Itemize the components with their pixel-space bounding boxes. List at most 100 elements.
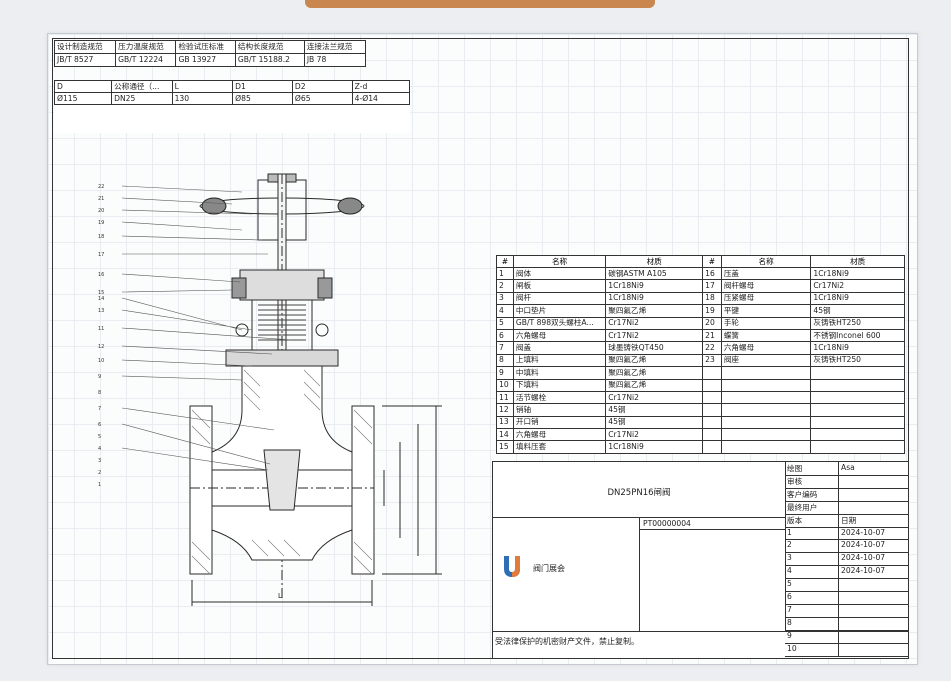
part-material: 灰铸铁HT250 — [810, 316, 905, 330]
part-number — [702, 366, 722, 380]
revision-row-label: 10 — [787, 643, 797, 653]
revision-row-label: 1 — [787, 527, 792, 537]
dimensions-value-row: Ø115 DN25 130 Ø85 Ø65 4-Ø14 — [53, 92, 411, 105]
revision-row-label: 6 — [787, 592, 792, 601]
part-number: 1 — [496, 266, 514, 281]
revision-row-value: 2024-10-07 — [841, 566, 886, 576]
part-name — [720, 378, 812, 392]
callout-number: 5 — [98, 434, 101, 440]
dimension-header: L — [171, 80, 234, 93]
standards-value: JB/T 8527 — [53, 53, 117, 67]
part-material — [810, 415, 905, 430]
part-name: GB/T 898双头螺柱A... — [512, 316, 607, 330]
title-block-row-line — [785, 565, 908, 567]
part-name — [720, 415, 812, 430]
parts-header: # — [702, 255, 722, 268]
company-name: 阀门展会 — [533, 564, 565, 573]
part-number: 17 — [702, 279, 722, 293]
part-material: 45钢 — [810, 304, 905, 318]
callout-number: 9 — [98, 374, 101, 380]
part-name: 阀座 — [720, 353, 812, 368]
part-name — [720, 366, 812, 380]
part-number — [702, 440, 722, 454]
dimensions-table: D 公称通径（... L D1 D2 Z-d Ø115 DN25 130 Ø85… — [53, 80, 411, 133]
part-number: 16 — [702, 266, 722, 281]
callout-number: 8 — [98, 390, 101, 396]
part-material: 1Cr18Ni9 — [605, 291, 704, 306]
standards-value: JB 78 — [303, 53, 367, 67]
part-name: 六角螺母 — [512, 428, 607, 442]
callout-number: 18 — [98, 234, 104, 240]
part-material: 灰铸铁HT250 — [810, 353, 905, 368]
parts-header-row: # 名称 材质 # 名称 材质 — [496, 255, 905, 268]
dimensions-header-row: D 公称通径（... L D1 D2 Z-d — [53, 80, 411, 93]
revision-header-label: 版本 — [787, 515, 803, 525]
title-block-column-line — [838, 462, 839, 656]
part-name: 压紧螺母 — [720, 291, 812, 306]
part-material: Cr17Ni2 — [605, 428, 704, 442]
part-material: 1Cr18Ni9 — [605, 279, 704, 293]
dimension-value: DN25 — [111, 92, 173, 105]
revision-row-label: 3 — [787, 553, 792, 563]
title-block-row-line — [785, 655, 908, 657]
confidential-notice: 受法律保护的机密财产文件，禁止复制。 — [495, 637, 639, 646]
callout-number: 11 — [98, 326, 104, 332]
part-material — [810, 390, 905, 405]
dimension-l-label: L — [278, 592, 282, 600]
part-number: 5 — [496, 316, 514, 330]
title-block-row-line — [785, 513, 908, 515]
title-block-row-line — [785, 591, 908, 592]
callout-number: 1 — [98, 482, 101, 488]
drawing-frame — [52, 38, 909, 659]
standards-header: 结构长度规范 — [234, 40, 305, 54]
part-name: 填料压套 — [512, 440, 607, 454]
standards-table: 设计制造规范 压力温度规范 检验试压标准 结构长度规范 连接法兰规范 JB/T … — [53, 40, 367, 67]
title-block-row-line — [785, 526, 908, 528]
company-logo-icon — [504, 556, 520, 577]
callout-number: 14 — [98, 296, 104, 302]
callout-number: 20 — [98, 208, 104, 214]
part-material — [810, 378, 905, 392]
title-block-row-line — [785, 629, 908, 631]
dimension-header: Z-d — [351, 80, 411, 93]
part-name: 阀盖 — [512, 341, 607, 355]
title-block-row-line — [785, 500, 908, 502]
part-name — [720, 440, 812, 454]
part-number: 19 — [702, 304, 722, 318]
title-block-divider — [639, 517, 640, 631]
standards-header: 压力温度规范 — [115, 40, 177, 54]
callout-number: 15 — [98, 290, 104, 296]
title-block-divider — [493, 631, 908, 632]
part-material: 碳钢ASTM A105 — [605, 266, 704, 281]
revision-row-label: 7 — [787, 604, 792, 614]
drawing-name: DN25PN16闸阀 — [607, 488, 671, 498]
part-number: 9 — [496, 366, 514, 380]
callout-number: 17 — [98, 252, 104, 258]
parts-header: # — [496, 255, 514, 268]
part-material: 聚四氟乙烯 — [605, 304, 704, 318]
part-number: 13 — [496, 415, 514, 430]
title-field-label: 绘图 — [787, 464, 803, 473]
title-block-row-line — [785, 642, 908, 644]
callout-number: 7 — [98, 406, 101, 412]
parts-header: 名称 — [720, 255, 812, 268]
title-block-divider — [639, 529, 785, 530]
standards-value: GB/T 15188.2 — [234, 53, 305, 67]
callout-number: 12 — [98, 344, 104, 350]
revision-row-label: 8 — [787, 617, 792, 627]
part-name: 平键 — [720, 304, 812, 318]
title-block-row-line — [785, 552, 908, 554]
part-name: 阀杆 — [512, 291, 607, 306]
callout-number: 3 — [98, 458, 101, 464]
part-name: 蝶簧 — [720, 328, 812, 343]
part-name: 中口垫片 — [512, 304, 607, 318]
part-material: 45钢 — [605, 403, 704, 417]
part-material: 聚四氟乙烯 — [605, 353, 704, 368]
standards-value: GB 13927 — [175, 53, 236, 67]
